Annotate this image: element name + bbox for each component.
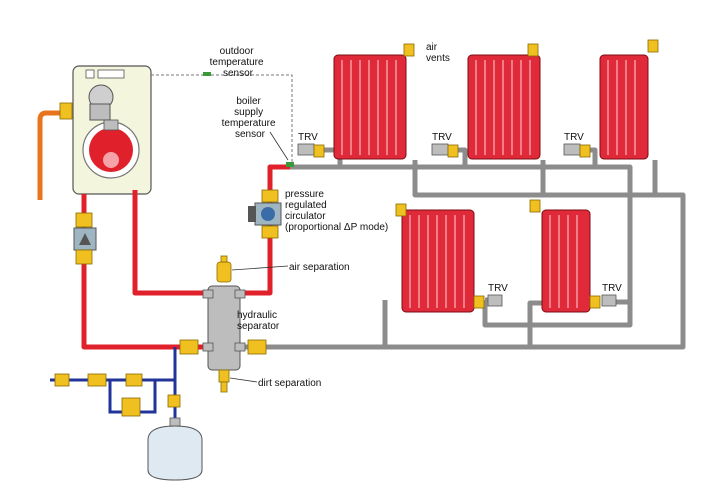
system-circulator <box>248 189 282 239</box>
hydraulic-separator <box>202 255 246 393</box>
outdoor-sensor-label: outdoor temperature sensor <box>210 46 267 79</box>
radiator-4 <box>395 203 475 313</box>
trv-label-4: TRV <box>488 283 508 294</box>
radiator-3 <box>599 39 659 160</box>
air-vents-label: air vents <box>426 42 450 64</box>
boiler-sensor-label: boiler supply temperature sensor <box>222 96 279 140</box>
relief-pipe <box>37 110 70 200</box>
air-separation-label: air separation <box>289 262 350 273</box>
trv-label-1: TRV <box>298 132 318 143</box>
trv-label-3: TRV <box>564 132 584 143</box>
trv-label-5: TRV <box>602 283 622 294</box>
dirt-separation-label: dirt separation <box>258 378 321 389</box>
circulator-label: pressure regulated circulator (proportio… <box>285 189 388 233</box>
radiator-2 <box>467 43 541 160</box>
radiator-1 <box>333 43 415 160</box>
relief-valve <box>59 102 73 120</box>
isolation-valves <box>54 339 267 417</box>
radiator-5 <box>529 199 591 313</box>
boiler-circulator <box>73 212 97 265</box>
trv-label-2: TRV <box>432 132 452 143</box>
hydraulic-separator-label: hydraulic separator <box>237 310 280 332</box>
expansion-tank <box>147 417 203 481</box>
outdoor-sensor <box>151 72 293 165</box>
boiler-supply-sensor <box>286 162 294 167</box>
trv-valves <box>297 143 617 307</box>
boiler <box>72 65 152 195</box>
return-piping <box>238 147 686 350</box>
trv-bodies <box>313 144 601 309</box>
